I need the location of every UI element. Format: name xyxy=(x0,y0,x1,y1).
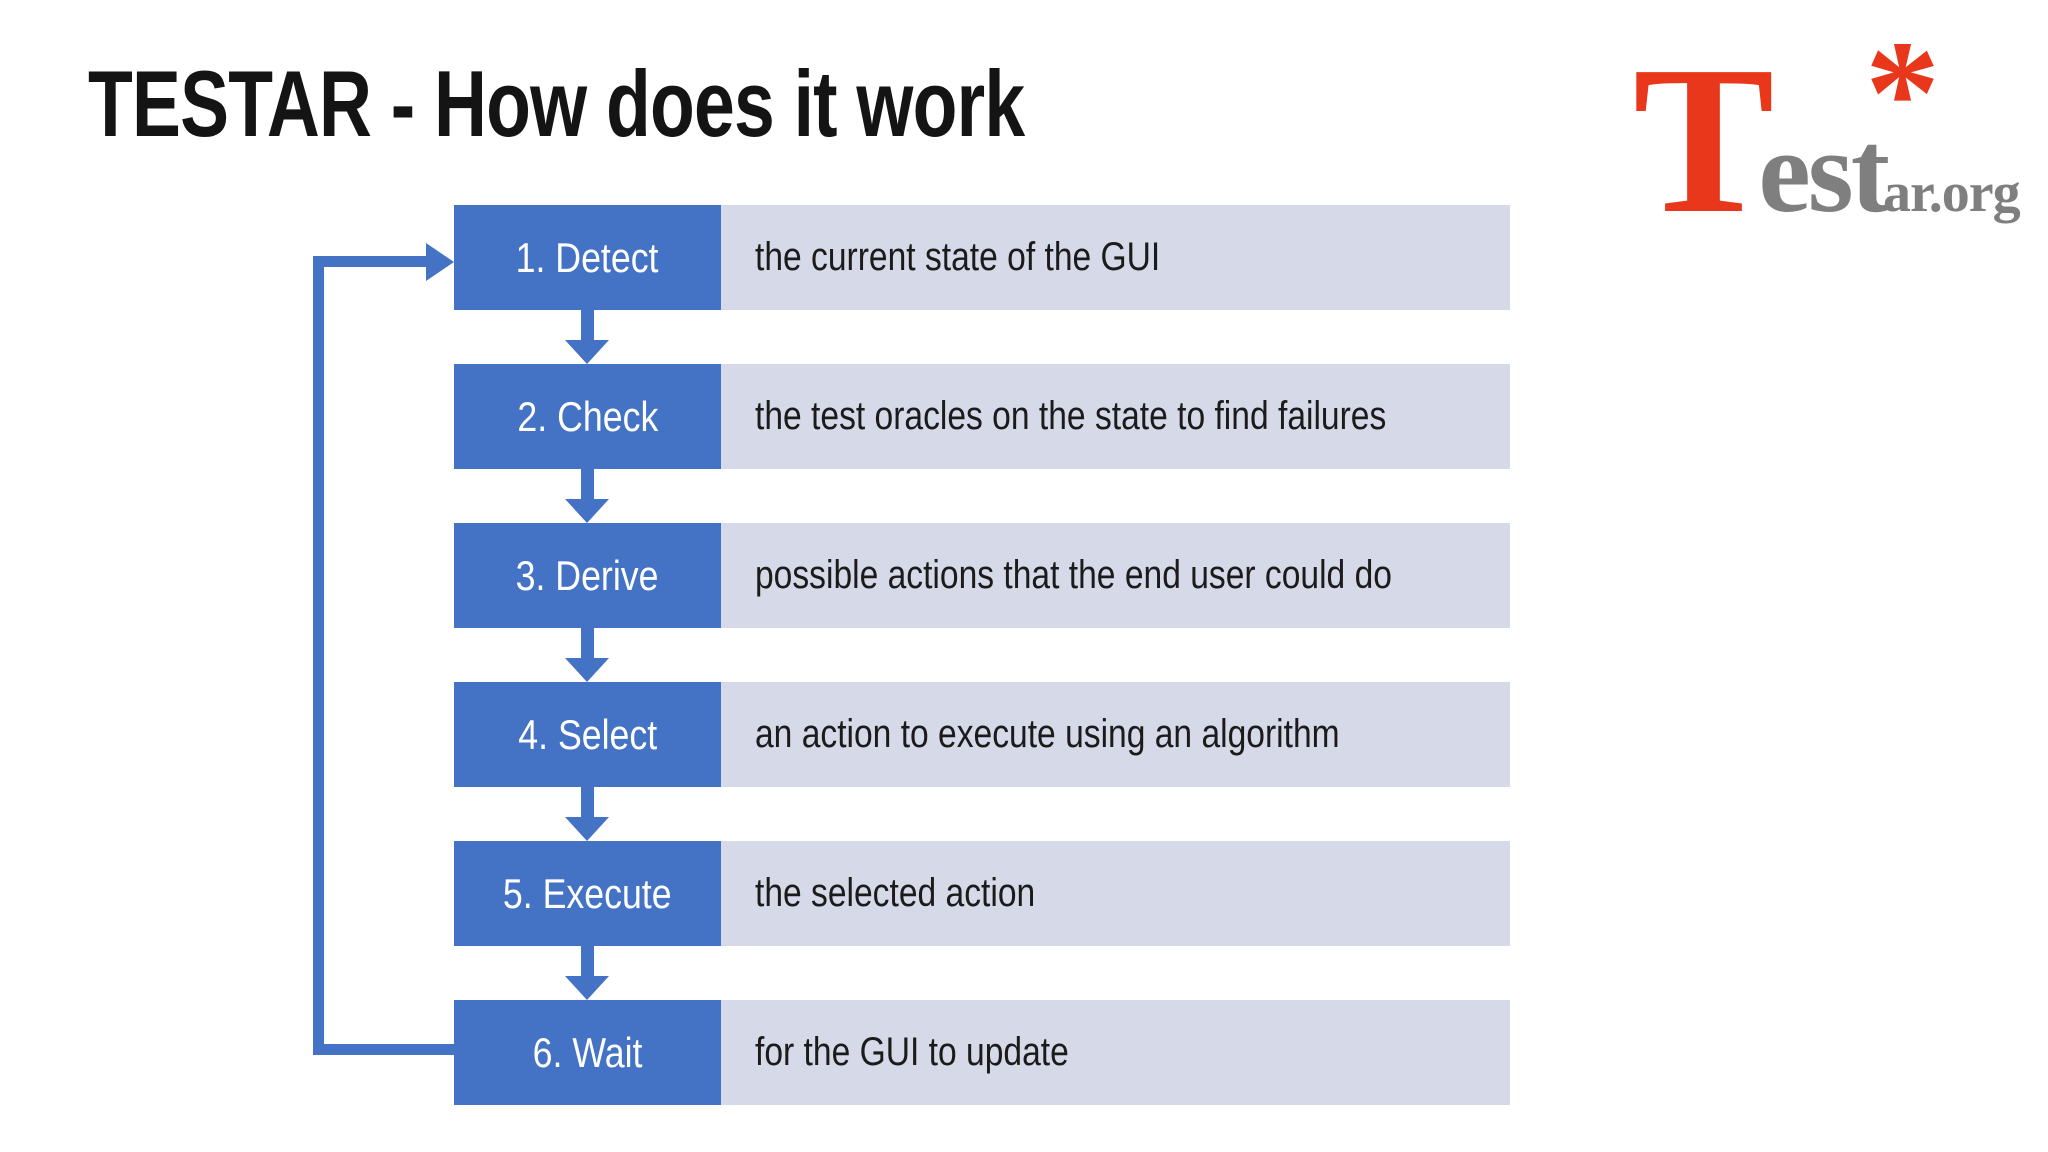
flow-arrow-down-icon xyxy=(565,628,609,682)
step-label-box-wait: 6. Wait xyxy=(454,1000,721,1105)
loop-arrow-top-line xyxy=(313,256,428,267)
step-label-box-detect: 1. Detect xyxy=(454,205,721,310)
step-label: 1. Detect xyxy=(516,233,659,281)
step-label: 3. Derive xyxy=(516,551,659,599)
testar-logo: T est ar.org * xyxy=(1633,18,2021,246)
flow-step-row-6: 6. Wait for the GUI to update xyxy=(454,1000,1510,1105)
step-description: the selected action xyxy=(755,871,1036,915)
flow-arrow-down-icon xyxy=(565,787,609,841)
step-label-box-derive: 3. Derive xyxy=(454,523,721,628)
step-description: an action to execute using an algorithm xyxy=(755,712,1340,756)
step-label: 6. Wait xyxy=(532,1028,643,1076)
step-description-box: an action to execute using an algorithm xyxy=(721,682,1510,787)
flow-arrow-down-icon xyxy=(565,310,609,364)
step-description: the test oracles on the state to find fa… xyxy=(755,394,1387,438)
step-label-box-select: 4. Select xyxy=(454,682,721,787)
step-description: possible actions that the end user could… xyxy=(755,553,1392,597)
step-description-box: for the GUI to update xyxy=(721,1000,1510,1105)
step-description: the current state of the GUI xyxy=(755,235,1161,279)
logo-asterisk-icon: * xyxy=(1865,10,1940,176)
flow-arrow-down-icon xyxy=(565,469,609,523)
logo-est-text: est xyxy=(1758,106,1890,237)
flow-step-row-3: 3. Derive possible actions that the end … xyxy=(454,523,1510,628)
step-label: 5. Execute xyxy=(503,869,672,917)
step-label: 2. Check xyxy=(517,392,658,440)
step-label-box-check: 2. Check xyxy=(454,364,721,469)
step-description-box: the current state of the GUI xyxy=(721,205,1510,310)
flow-step-row-1: 1. Detect the current state of the GUI xyxy=(454,205,1510,310)
step-description-box: the test oracles on the state to find fa… xyxy=(721,364,1510,469)
step-label: 4. Select xyxy=(518,710,657,758)
page-title: TESTAR - How does it work xyxy=(88,51,1025,156)
flow-arrow-down-icon xyxy=(565,946,609,1000)
logo-letter-t: T xyxy=(1633,22,1775,257)
step-description-box: the selected action xyxy=(721,841,1510,946)
logo-ar-org-text: ar.org xyxy=(1883,162,2021,224)
step-description: for the GUI to update xyxy=(755,1030,1069,1074)
loop-arrow-vertical-line xyxy=(313,256,324,1055)
loop-arrowhead-icon xyxy=(426,243,454,281)
flow-step-row-5: 5. Execute the selected action xyxy=(454,841,1510,946)
flow-step-row-2: 2. Check the test oracles on the state t… xyxy=(454,364,1510,469)
loop-arrow-bottom-line xyxy=(313,1044,454,1055)
step-label-box-execute: 5. Execute xyxy=(454,841,721,946)
step-description-box: possible actions that the end user could… xyxy=(721,523,1510,628)
flow-step-row-4: 4. Select an action to execute using an … xyxy=(454,682,1510,787)
